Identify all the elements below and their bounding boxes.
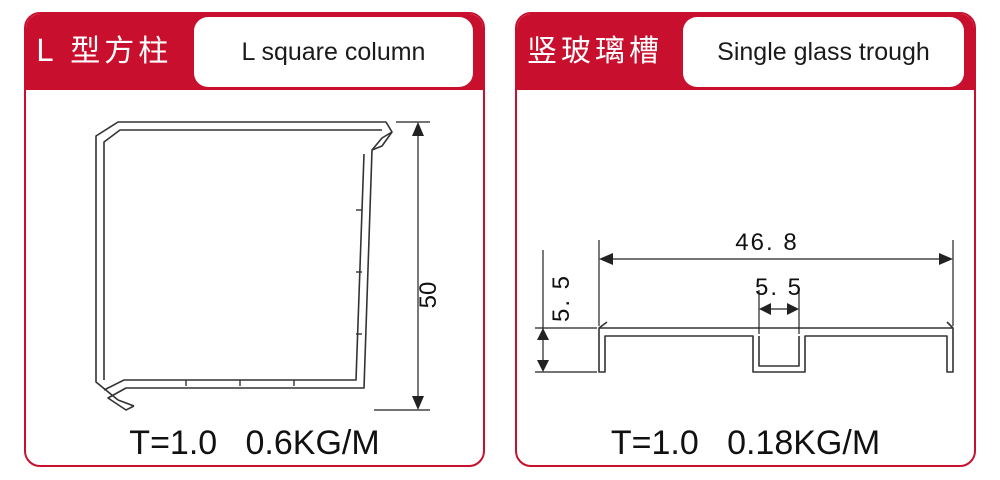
dimension-width-line [598, 240, 954, 326]
card-header: L 型方柱 L square column [26, 14, 483, 90]
title-english-pill: Single glass trough [683, 17, 964, 87]
card-header: 竖玻璃槽 Single glass trough [517, 14, 974, 90]
dimension-height-line [374, 121, 430, 411]
spec-line: T=1.0 0.18KG/M [610, 424, 881, 462]
profile-return-lip [117, 131, 393, 407]
product-card-single-glass-trough: 竖玻璃槽 Single glass trough 46. 8 5. 5 [515, 12, 976, 467]
title-english: L square column [241, 37, 426, 66]
profile-outer-edge [95, 121, 393, 411]
profile-top-lip [598, 321, 954, 329]
dimension-height-label: 50 [415, 282, 442, 309]
profile-inner-edge [103, 129, 382, 391]
dimension-depth-line [535, 250, 597, 373]
arrowhead-top [412, 122, 424, 136]
dimension-width-label: 46. 8 [735, 229, 798, 256]
title-english: Single glass trough [717, 37, 930, 66]
title-english-pill: L square column [194, 17, 473, 87]
dimension-slot-label: 5. 5 [755, 274, 803, 301]
profile-inner-edge [758, 336, 800, 367]
arrowhead-depth-bottom [537, 360, 549, 372]
arrowhead-slot-left [759, 303, 771, 315]
profile-outer-edge [598, 327, 954, 373]
arrowhead-width-right [939, 253, 953, 265]
product-card-l-square-column: L 型方柱 L square column [24, 12, 485, 467]
arrowhead-width-left [599, 253, 613, 265]
profile-notches [185, 209, 362, 386]
arrowhead-slot-right [787, 303, 799, 315]
arrowhead-depth-top [537, 328, 549, 340]
glass-trough-profile-drawing: 46. 8 5. 5 5. 5 [535, 229, 954, 373]
dimension-depth-label: 5. 5 [548, 274, 575, 322]
title-chinese: L 型方柱 [36, 34, 173, 69]
l-square-column-profile-drawing: 50 [95, 121, 442, 411]
spec-line: T=1.0 0.6KG/M [129, 424, 380, 462]
arrowhead-bottom [412, 396, 424, 410]
title-chinese: 竖玻璃槽 [527, 34, 663, 69]
